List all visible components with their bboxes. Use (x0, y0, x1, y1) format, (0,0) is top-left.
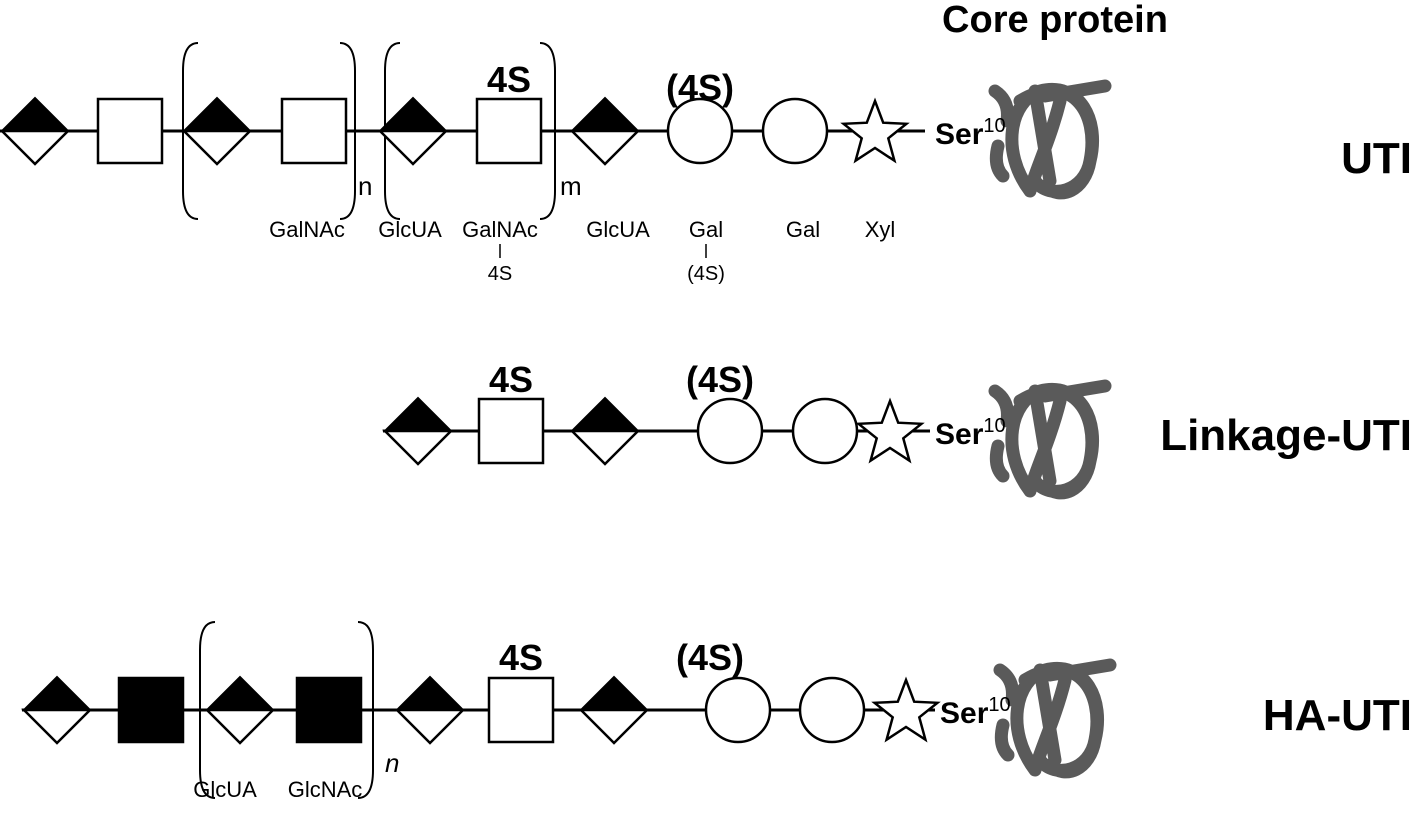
glcnac-square-icon (295, 676, 363, 744)
glcua-diamond-icon (568, 129, 642, 166)
glcua-diamond-top (394, 675, 466, 711)
gal-circle-icon (761, 97, 829, 165)
glcua-diamond-icon (393, 708, 467, 745)
gal-circle-icon (791, 397, 859, 465)
residue-label: GlcNAc (288, 777, 363, 802)
glcua-diamond-icon (180, 129, 254, 166)
xyl-star-icon (855, 397, 925, 464)
sub-label: 4S (488, 263, 512, 285)
glcua-diamond-top (21, 675, 93, 711)
repeat-n: n (385, 748, 399, 778)
glcua-diamond-top (181, 96, 253, 132)
serine-position: 10 (988, 694, 1010, 716)
row-label-uti: UTI (1341, 134, 1412, 183)
repeat-m: m (560, 171, 582, 201)
serine-position: 10 (983, 115, 1005, 137)
core-protein-icon (988, 79, 1112, 200)
glcua-diamond-icon (20, 708, 94, 745)
serine-name: Ser (940, 697, 989, 730)
serine-name: Ser (935, 418, 984, 451)
optional-sulfate-label: (4S) (686, 359, 754, 400)
xyl-star-icon (840, 97, 910, 164)
repeat-bracket-open (199, 621, 216, 799)
glcua-diamond-icon (381, 429, 455, 466)
residue-label: GlcUA (193, 777, 257, 802)
residue-label: GalNAc (462, 217, 538, 242)
glcua-diamond-top (569, 396, 641, 432)
optional-sulfate-label: (4S) (666, 67, 734, 108)
serine-name: Ser (935, 118, 984, 151)
gal-circle-icon (704, 676, 772, 744)
galnac-square-icon (96, 97, 164, 165)
glcua-diamond-icon (376, 129, 450, 166)
core-protein-icon (993, 658, 1117, 779)
galnac-square-icon (280, 97, 348, 165)
row-label-linkage-uti: Linkage-UTI (1160, 411, 1412, 460)
residue-label: Gal (689, 217, 723, 242)
sulfate-label: 4S (499, 637, 543, 678)
galnac-square-icon (487, 676, 555, 744)
glcua-diamond-top (382, 396, 454, 432)
glcua-diamond-top (569, 96, 641, 132)
gal-circle-icon (666, 97, 734, 165)
galnac-square-icon (475, 97, 543, 165)
sub-label: (4S) (687, 263, 725, 285)
glcua-diamond-top (578, 675, 650, 711)
residue-label: Xyl (865, 217, 896, 242)
serine-label: Ser10 (935, 415, 1006, 451)
sulfate-label: 4S (487, 59, 531, 100)
serine-label: Ser10 (940, 694, 1011, 730)
glcua-diamond-icon (568, 429, 642, 466)
residue-label: GlcUA (378, 217, 442, 242)
glcnac-square-icon (117, 676, 185, 744)
glcua-diamond-icon (577, 708, 651, 745)
gal-circle-icon (696, 397, 764, 465)
glcua-diamond-icon (203, 708, 277, 745)
repeat-bracket-close (539, 42, 556, 220)
xyl-star-icon (871, 676, 941, 743)
serine-position: 10 (983, 415, 1005, 437)
residue-label: GalNAc (269, 217, 345, 242)
repeat-bracket-close (357, 621, 374, 799)
repeat-bracket-close (339, 42, 356, 220)
sulfate-label: 4S (489, 359, 533, 400)
optional-sulfate-label: (4S) (676, 637, 744, 678)
galnac-square-icon (477, 397, 545, 465)
gal-circle-icon (798, 676, 866, 744)
glcua-diamond-icon (0, 129, 72, 166)
glcua-diamond-top (377, 96, 449, 132)
serine-label: Ser10 (935, 115, 1006, 151)
core-protein-title: Core protein (942, 0, 1168, 41)
core-protein-icon (988, 379, 1112, 500)
residue-label: Gal (786, 217, 820, 242)
repeat-n: n (358, 171, 372, 201)
residue-label: GlcUA (586, 217, 650, 242)
row-label-ha-uti: HA-UTI (1263, 691, 1412, 740)
glcua-diamond-top (0, 96, 71, 132)
glcua-diamond-top (204, 675, 276, 711)
